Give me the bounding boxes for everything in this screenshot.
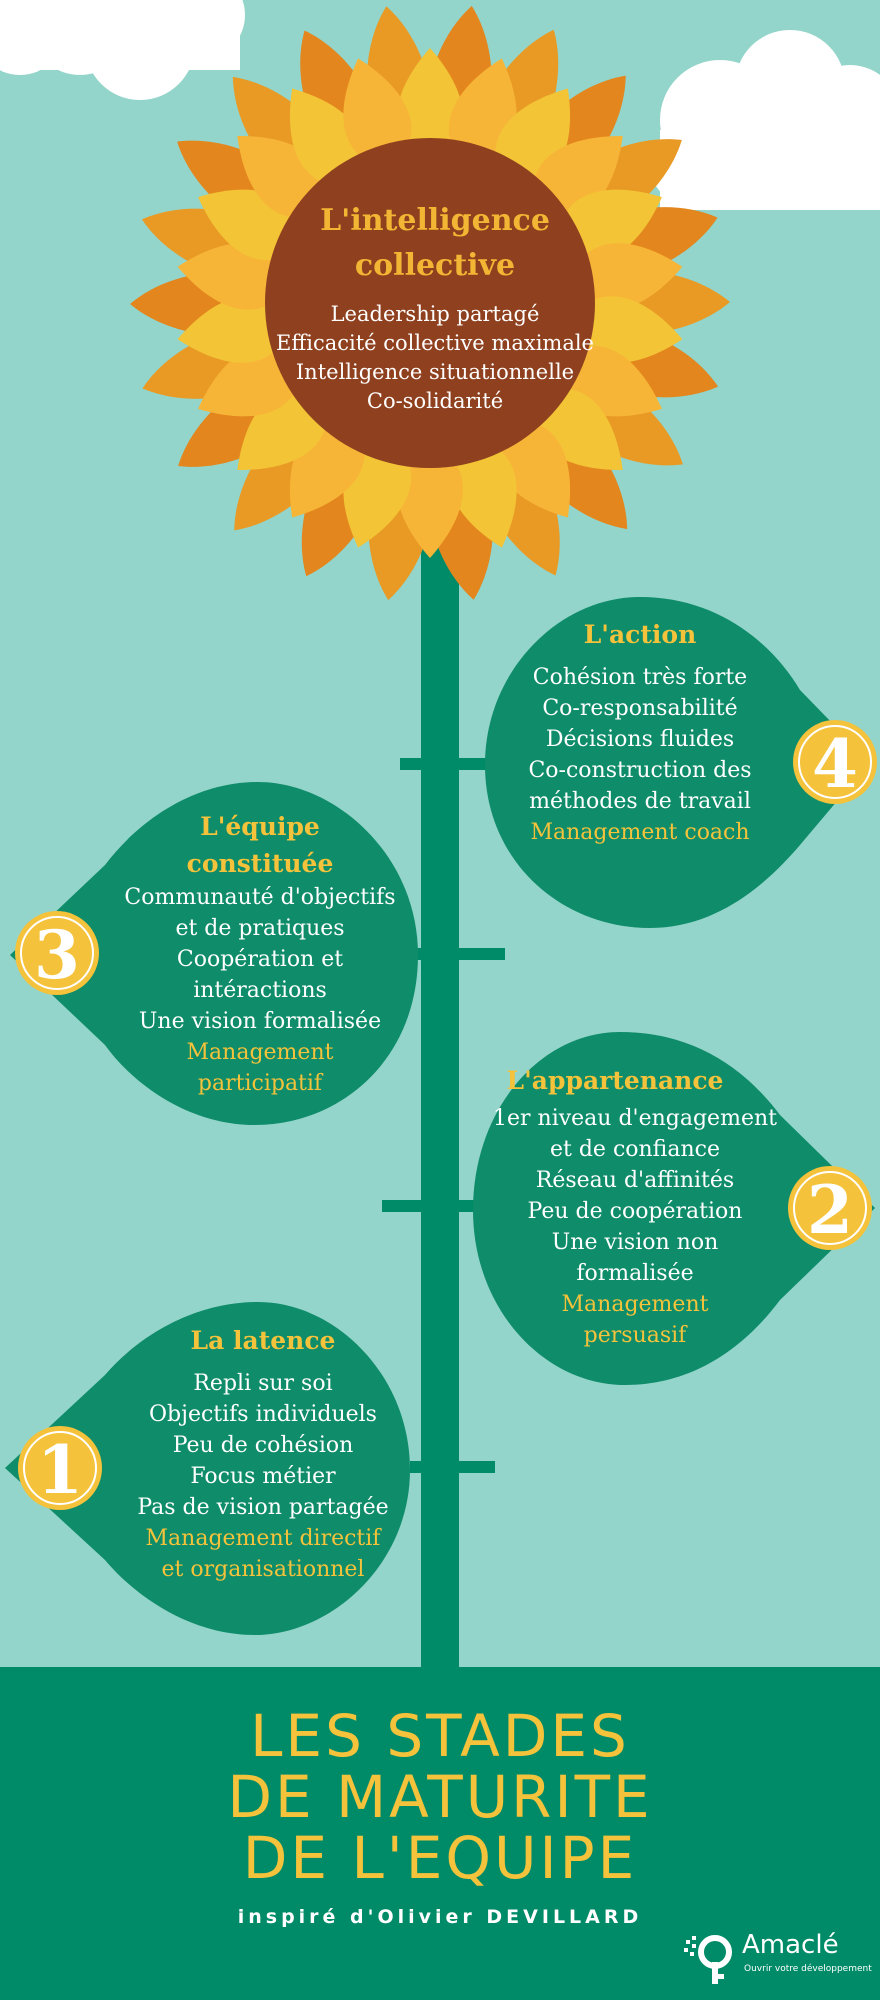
center-title-line: L'intelligence (320, 203, 550, 238)
sunflower-center (265, 138, 595, 468)
stage-management: participatif (197, 1071, 323, 1096)
center-list: Leadership partagé Efficacité collective… (255, 300, 615, 416)
stage-4-text: L'action Cohésion très forte Co-responsa… (505, 616, 775, 848)
sunflower-petal (198, 345, 303, 417)
sunflower-petal (568, 243, 683, 310)
stage-line: Co-responsabilité (542, 696, 738, 721)
stage-4-number: 4 (812, 725, 858, 803)
center-list-item: Intelligence situationnelle (295, 360, 575, 384)
stage-line: Focus métier (190, 1464, 336, 1489)
sunflower-petal (343, 58, 412, 169)
stage-line: Une vision formalisée (138, 1009, 382, 1034)
stage-1-text: La latence Repli sur soi Objectifs indiv… (128, 1322, 398, 1585)
stage-title: L'appartenance (506, 1066, 724, 1095)
stage-title: constituée (186, 849, 334, 878)
stage-line: intéractions (193, 978, 327, 1003)
stage-line: Objectifs individuels (149, 1402, 377, 1427)
stage-line: Coopération et (176, 947, 344, 972)
stage-line: formalisée (576, 1261, 694, 1286)
sunflower-petal (448, 437, 517, 548)
stage-3-badge: 3 (15, 911, 99, 995)
stage-line: Peu de cohésion (172, 1433, 354, 1458)
stage-2-number: 2 (807, 1171, 853, 1249)
sunflower-petal (397, 443, 463, 558)
stage-1-number: 1 (37, 1431, 83, 1509)
page-title-line: LES STADES (250, 1702, 630, 1770)
page-title-line: DE MATURITE (227, 1763, 653, 1831)
stage-management: et organisationnel (161, 1557, 365, 1582)
center-title-line: collective (354, 248, 516, 283)
stage-title: L'équipe (200, 812, 320, 841)
stage-line: Co-construction des (528, 758, 752, 783)
stage-line: Repli sur soi (193, 1371, 333, 1396)
stage-1-badge: 1 (18, 1426, 102, 1510)
footer-ground (0, 1667, 880, 2000)
leaf-vein-2 (382, 1200, 477, 1212)
leaf-vein-4 (400, 758, 495, 770)
stage-line: et de pratiques (175, 916, 345, 941)
stage-management: Management (561, 1292, 709, 1317)
sunflower-petal (397, 48, 463, 163)
stage-line: méthodes de travail (529, 789, 751, 814)
stage-line: et de confiance (550, 1137, 720, 1162)
stage-2-text: L'appartenance 1er niveau d'engagement e… (480, 1062, 790, 1351)
page-subtitle: inspiré d'Olivier DEVILLARD (237, 1906, 643, 1928)
stage-line: Une vision non (551, 1230, 719, 1255)
logo-name: Amaclé (742, 1930, 839, 1960)
stage-management: persuasif (583, 1323, 687, 1348)
flower-stem (421, 520, 459, 1670)
cloud-top-left (0, 0, 245, 100)
stage-title: La latence (190, 1326, 336, 1355)
leaf-3 (10, 782, 418, 1125)
sunflower-petal (557, 189, 662, 261)
page-title-line: DE L'EQUIPE (242, 1824, 638, 1892)
center-list-item: Co-solidarité (366, 389, 504, 413)
stage-line: Décisions fluides (545, 727, 735, 752)
amacle-logo: Amaclé Ouvrir votre développement (682, 1930, 872, 1990)
stage-line: Cohésion très forte (532, 665, 748, 690)
leaf-2 (473, 1032, 875, 1385)
stage-3-text: L'équipe constituée Communauté d'objecti… (110, 808, 410, 1099)
leaf-1 (5, 1302, 410, 1635)
leaf-vein-3 (410, 948, 505, 960)
stage-2-badge: 2 (788, 1166, 872, 1250)
stage-management: Management coach (530, 820, 750, 845)
stage-4-badge: 4 (793, 720, 877, 804)
center-list-item: Efficacité collective maximale (276, 331, 594, 355)
page-title: LES STADES DE MATURITE DE L'EQUIPE (100, 1706, 780, 1889)
stage-title: L'action (583, 620, 697, 649)
stage-management: Management directif (145, 1526, 381, 1551)
stage-line: Réseau d'affinités (535, 1168, 735, 1193)
stage-line: Communauté d'objectifs (124, 885, 396, 910)
logo-tagline: Ouvrir votre développement (744, 1964, 872, 1974)
leaf-vein-1 (410, 1461, 495, 1473)
center-list-item: Leadership partagé (330, 302, 540, 326)
sunflower-petal (177, 296, 292, 363)
cloud-top-right (650, 30, 880, 210)
center-title: L'intelligence collective (255, 198, 615, 288)
amacle-logo-icon (684, 1935, 732, 1984)
stage-line: Pas de vision partagée (137, 1495, 389, 1520)
stage-line: Peu de coopération (527, 1199, 743, 1224)
stage-management: Management (186, 1040, 334, 1065)
stage-3-number: 3 (34, 916, 80, 994)
leaf-4 (485, 597, 870, 928)
stage-line: 1er niveau d'engagement (493, 1106, 777, 1131)
